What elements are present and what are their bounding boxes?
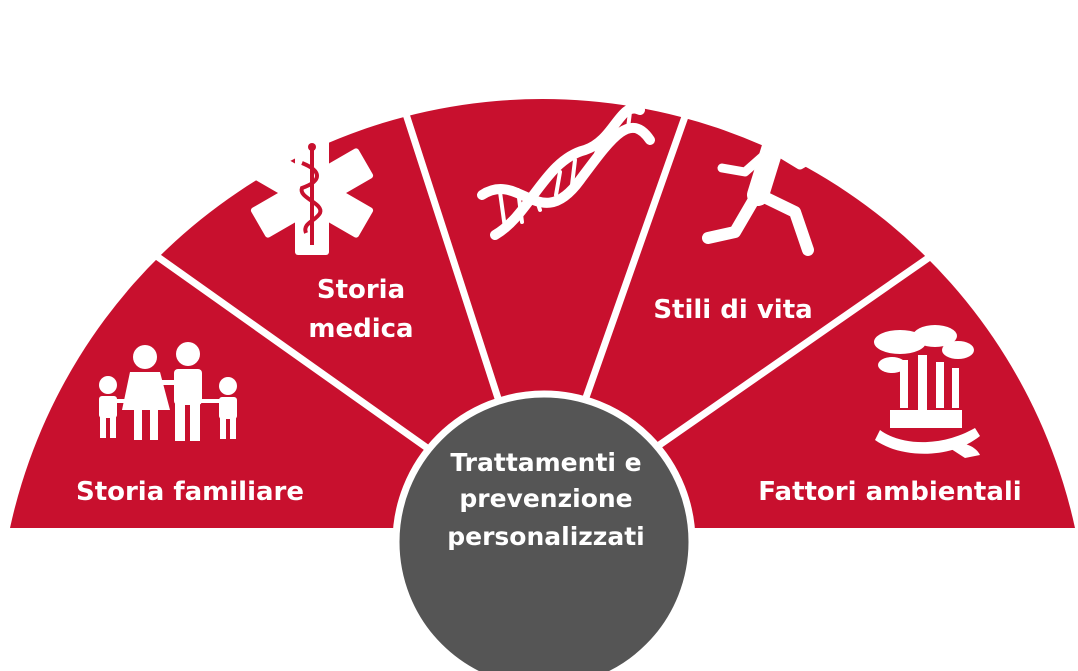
label-storia-medica-line1: Storia	[317, 275, 405, 305]
label-dati-genetici-line2: nutrigenomici	[445, 60, 649, 90]
center-node: Trattamenti e prevenzione personalizzati	[392, 390, 696, 671]
center-circle	[392, 390, 696, 671]
dna-helix-icon	[477, 103, 655, 240]
factory-pollution-icon	[874, 325, 980, 458]
segment-stili-di-vita: Stili di vita	[653, 108, 831, 325]
segment-storia-familiare: Storia familiare	[76, 342, 304, 507]
segment-fattori-ambientali: Fattori ambientali	[758, 325, 1022, 507]
center-label-line3: personalizzati	[447, 522, 645, 551]
medical-star-of-life-icon	[250, 131, 374, 255]
center-label-line1: Trattamenti e	[450, 448, 641, 477]
center-label-line2: prevenzione	[459, 484, 632, 513]
label-stili-di-vita: Stili di vita	[653, 295, 812, 325]
label-storia-familiare: Storia familiare	[76, 477, 304, 507]
segment-storia-medica: Storia medica	[250, 131, 414, 344]
segment-dati-genetici: Dati genetici, nutrigenomici	[445, 22, 655, 240]
label-fattori-ambientali: Fattori ambientali	[758, 477, 1021, 507]
label-storia-medica-line2: medica	[308, 314, 413, 344]
label-dati-genetici-line1: Dati genetici,	[448, 22, 645, 52]
running-man-icon	[702, 108, 831, 256]
family-icon	[99, 342, 237, 441]
